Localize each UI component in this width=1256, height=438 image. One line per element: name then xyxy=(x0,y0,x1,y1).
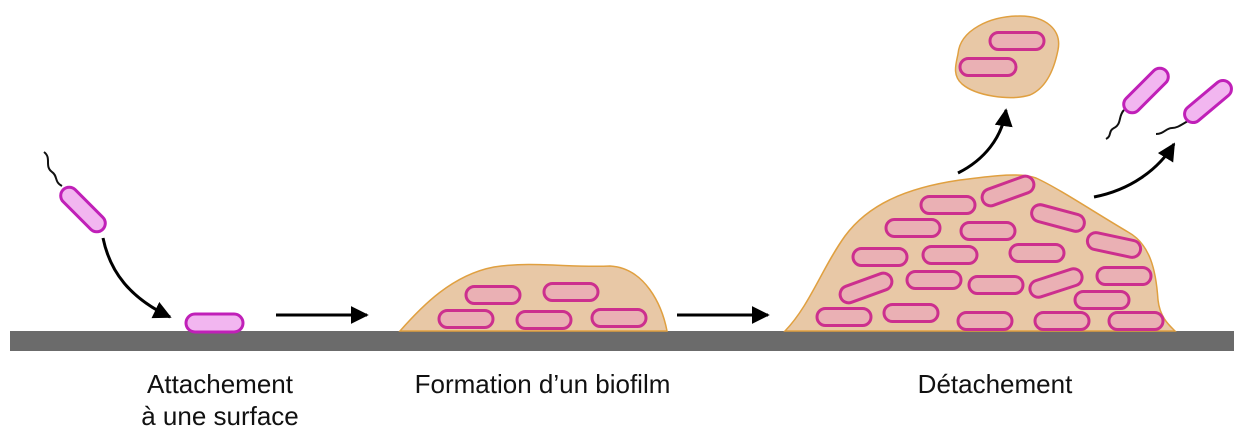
caption-formation: Formation d’un biofilm xyxy=(370,368,715,400)
free-bacterium-icon xyxy=(1183,78,1233,125)
embedded-bacterium-icon xyxy=(437,309,495,329)
attach-arrow-icon xyxy=(101,237,172,319)
embedded-bacterium-icon xyxy=(542,282,600,302)
flagellum xyxy=(43,151,63,187)
embedded-bacterium-icon xyxy=(1095,266,1153,286)
embedded-bacterium-icon xyxy=(956,311,1014,331)
embedded-bacterium-icon xyxy=(884,218,942,238)
embedded-bacterium-icon xyxy=(838,271,894,305)
substrate-surface xyxy=(10,331,1234,351)
embedded-bacterium-icon xyxy=(988,31,1046,51)
detached-clump-icon xyxy=(954,15,1060,99)
cell-detach-arrow-icon xyxy=(1093,142,1176,199)
caption-attachment: Attachement à une surface xyxy=(100,368,340,432)
caption-detachment: Détachement xyxy=(870,368,1120,400)
embedded-bacterium-icon xyxy=(1028,267,1084,299)
embedded-bacterium-icon xyxy=(515,310,573,330)
flagellum xyxy=(1155,119,1191,135)
free-bacterium-icon xyxy=(59,185,107,234)
embedded-bacterium-icon xyxy=(905,270,963,290)
embedded-bacterium-icon xyxy=(464,285,522,305)
flagellum xyxy=(1105,109,1125,140)
embedded-bacterium-icon xyxy=(590,308,648,328)
caption-formation-text: Formation d’un biofilm xyxy=(414,369,671,399)
clump-detach-arrow-icon xyxy=(957,108,1013,175)
embedded-bacterium-icon xyxy=(815,307,873,327)
embedded-bacterium-icon xyxy=(1033,311,1091,331)
embedded-bacterium-icon xyxy=(919,195,977,215)
biofilm-cells xyxy=(437,282,648,330)
caption-detachment-text: Détachement xyxy=(917,369,1073,399)
embedded-bacterium-icon xyxy=(921,245,979,265)
caption-attachment-line1: Attachement xyxy=(147,369,293,399)
embedded-bacterium-icon xyxy=(1073,290,1131,310)
mature-biofilm-cells xyxy=(815,174,1165,331)
free-bacterium-icon xyxy=(1122,66,1170,115)
embedded-bacterium-icon xyxy=(882,303,940,323)
embedded-bacterium-icon xyxy=(1030,203,1086,233)
embedded-bacterium-icon xyxy=(980,174,1036,208)
embedded-bacterium-icon xyxy=(959,221,1017,241)
caption-attachment-line2: à une surface xyxy=(141,401,299,431)
embedded-bacterium-icon xyxy=(1008,243,1066,263)
detached-clump-cells xyxy=(958,31,1046,77)
embedded-bacterium-icon xyxy=(967,275,1025,295)
embedded-bacterium-icon xyxy=(851,247,909,267)
embedded-bacterium-icon xyxy=(1085,231,1143,259)
attached-bacterium-icon xyxy=(184,312,245,334)
embedded-bacterium-icon xyxy=(1107,311,1165,331)
embedded-bacterium-icon xyxy=(958,57,1018,77)
